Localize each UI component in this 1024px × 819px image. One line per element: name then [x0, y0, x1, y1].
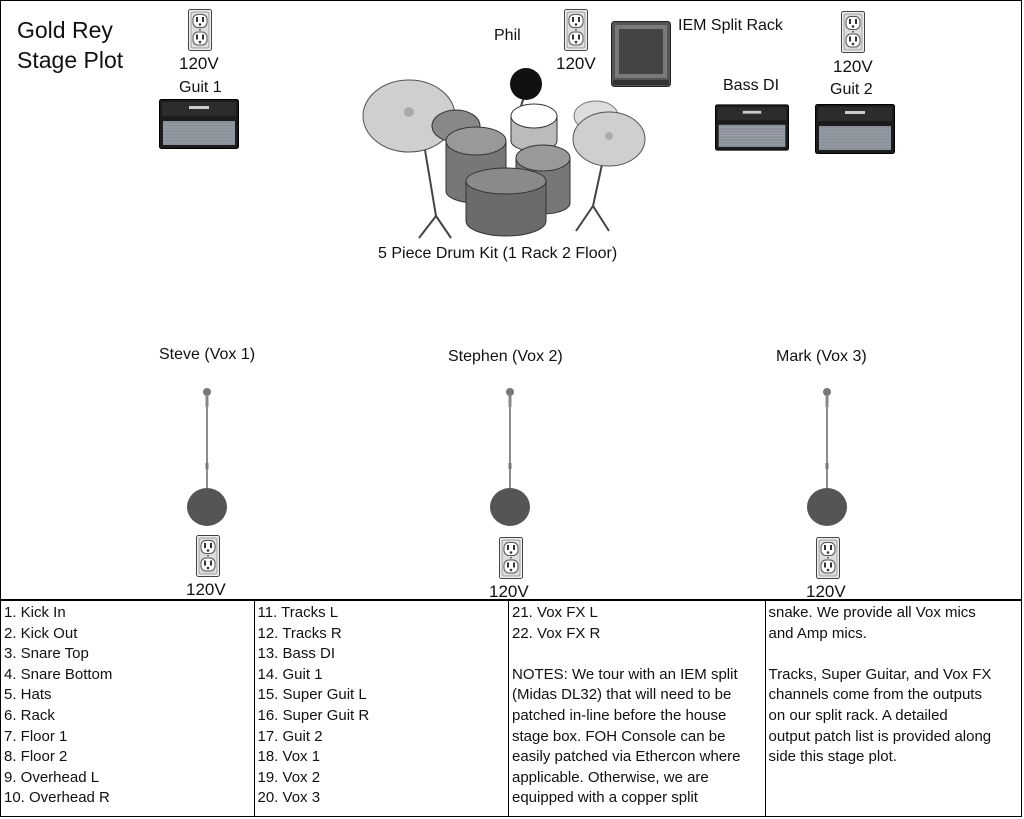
- channel-item: 12. Tracks R: [257, 624, 342, 642]
- channel-item: 18. Vox 1: [257, 748, 321, 766]
- stage-plot: Gold Rey Stage Plot 120V 120V 120V Guit …: [0, 0, 1022, 601]
- channel-item: 2. Kick Out: [4, 624, 78, 642]
- guit1-label: Guit 1: [179, 79, 222, 96]
- title-line-1: Gold Rey: [17, 17, 113, 43]
- power-outlet-icon: [564, 9, 588, 51]
- bass-di-label: Bass DI: [723, 77, 780, 94]
- channel-item: 21. Vox FX L: [512, 604, 598, 621]
- notes-line: patched in-line before the house: [512, 706, 727, 724]
- channel-column-2: 11. Tracks L 12. Tracks R 13. Bass DI 14…: [255, 601, 509, 816]
- bass-amp-icon: [715, 99, 789, 156]
- channel-item: 16. Super Guit R: [257, 706, 370, 724]
- mic-stand-icon: [806, 387, 848, 527]
- notes-line: equipped with a copper split: [512, 789, 698, 807]
- power-label: 120V: [186, 580, 226, 599]
- channel-item: 13. Bass DI: [257, 645, 336, 663]
- channel-item: 20. Vox 3: [257, 789, 321, 807]
- guitar-amp-icon: [815, 104, 895, 154]
- notes-line: [512, 644, 765, 665]
- notes-line: [769, 644, 1022, 665]
- vox3-label: Mark (Vox 3): [776, 348, 867, 365]
- channel-item: 5. Hats: [4, 686, 52, 704]
- channel-item: 6. Rack: [4, 706, 55, 724]
- guitar-amp-icon: [159, 99, 239, 149]
- notes-line: applicable. Otherwise, we are: [512, 768, 709, 786]
- drum-kit-label: 5 Piece Drum Kit (1 Rack 2 Floor): [378, 245, 618, 262]
- notes-line: and Amp mics.: [768, 624, 867, 642]
- notes-line: on our split rack. A detailed: [768, 706, 948, 724]
- channel-item: 4. Snare Bottom: [4, 665, 113, 683]
- notes-line: (Midas DL32) that will need to be: [512, 686, 732, 704]
- plot-title: Gold Rey Stage Plot: [17, 15, 123, 75]
- power-outlet-icon: [816, 537, 840, 579]
- channel-item: 19. Vox 2: [257, 768, 321, 786]
- channel-item: 15. Super Guit L: [257, 686, 367, 704]
- channel-item: 8. Floor 2: [4, 748, 68, 766]
- power-outlet-icon: [188, 9, 212, 51]
- iem-rack-icon: [611, 21, 671, 87]
- power-label: 120V: [179, 54, 219, 73]
- drum-kit-icon: [362, 68, 646, 239]
- notes-line: side this stage plot.: [768, 748, 897, 766]
- channel-item: 11. Tracks L: [257, 604, 339, 621]
- channel-item: 7. Floor 1: [4, 727, 68, 745]
- notes-line: channels come from the outputs: [768, 686, 982, 704]
- power-label: 120V: [556, 54, 596, 73]
- channel-item: 1. Kick In: [4, 604, 66, 621]
- channel-item: 3. Snare Top: [4, 645, 89, 663]
- vox2-label: Stephen (Vox 2): [448, 348, 563, 365]
- notes-line: easily patched via Ethercon where: [512, 748, 741, 766]
- power-label: 120V: [489, 582, 529, 601]
- channel-item: 22. Vox FX R: [512, 624, 601, 642]
- power-label: 120V: [806, 582, 846, 601]
- channel-item: 9. Overhead L: [4, 768, 100, 786]
- drummer-label: Phil: [494, 27, 521, 44]
- notes-line: output patch list is provided along: [768, 727, 992, 745]
- vox1-label: Steve (Vox 1): [159, 346, 256, 363]
- channel-item: 14. Guit 1: [257, 665, 323, 683]
- mic-stand-icon: [186, 387, 228, 527]
- notes-line: snake. We provide all Vox mics: [768, 604, 976, 621]
- notes-line: Tracks, Super Guitar, and Vox FX: [768, 665, 992, 683]
- power-outlet-icon: [499, 537, 523, 579]
- channel-item: 10. Overhead R: [4, 789, 110, 807]
- channel-list-table: 1. Kick In 2. Kick Out 3. Snare Top 4. S…: [0, 601, 1022, 817]
- power-outlet-icon: [841, 11, 865, 53]
- channel-item: 17. Guit 2: [257, 727, 323, 745]
- notes-line: NOTES: We tour with an IEM split: [512, 665, 738, 683]
- mic-stand-icon: [489, 387, 531, 527]
- notes-column: snake. We provide all Vox mics and Amp m…: [766, 601, 1022, 816]
- guit2-label: Guit 2: [830, 81, 873, 98]
- power-outlet-icon: [196, 535, 220, 577]
- power-label: 120V: [833, 57, 873, 76]
- notes-line: stage box. FOH Console can be: [512, 727, 726, 745]
- title-line-2: Stage Plot: [17, 47, 124, 73]
- channel-column-1: 1. Kick In 2. Kick Out 3. Snare Top 4. S…: [1, 601, 255, 816]
- iem-rack-label: IEM Split Rack: [678, 17, 783, 34]
- channel-column-3: 21. Vox FX L 22. Vox FX R NOTES: We tour…: [509, 601, 766, 816]
